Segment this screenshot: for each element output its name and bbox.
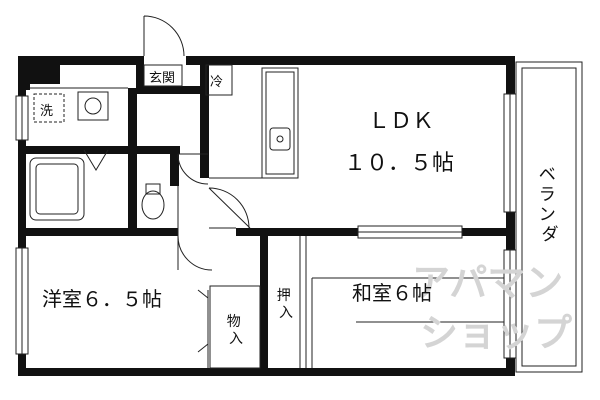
wall-toilet-right <box>170 146 179 186</box>
wall-japanese-top-right <box>462 228 514 236</box>
western-room-label: 洋室６．５帖 <box>42 287 162 311</box>
ldk-door <box>208 187 251 229</box>
veranda-outline <box>515 61 583 373</box>
fixtures <box>29 91 291 221</box>
ldk-label: ＬＤＫ <box>368 109 434 134</box>
wall-entrance-left <box>136 56 144 94</box>
windows <box>15 93 517 359</box>
kitchen-counter <box>261 67 299 179</box>
fridge-label: 冷 <box>210 75 223 90</box>
doors <box>83 15 251 353</box>
wash-basin <box>77 91 109 121</box>
watermark: アパマン ショップ <box>412 261 572 355</box>
kitchen-sink <box>269 127 291 151</box>
labels: ＬＤＫ １０．５帖 洋室６．５帖 和室６帖 玄関 冷 洗 押 入 物 入 ベ ラ… <box>40 71 561 347</box>
veranda-label: ベ ラ ン ダ <box>539 165 561 245</box>
walls <box>18 56 515 376</box>
wall-right <box>506 56 515 376</box>
wall-top-left <box>18 56 136 65</box>
storage-doors <box>197 289 209 353</box>
entrance-label: 玄関 <box>149 71 175 86</box>
wall-western-top <box>18 228 178 236</box>
japanese-room-label: 和室６帖 <box>352 281 432 305</box>
fridge-box <box>205 64 233 96</box>
wall-bath-top <box>18 146 136 154</box>
wall-japanese-top-left <box>236 228 358 236</box>
storage-box <box>209 285 261 369</box>
washroom-door <box>83 149 109 171</box>
ldk-size-label: １０．５帖 <box>344 151 454 176</box>
closet-label: 押 入 <box>277 288 295 321</box>
wall-ldk-left <box>200 56 209 178</box>
wall-toilet-top <box>128 146 180 154</box>
thin-lines <box>30 64 506 369</box>
western-door <box>177 235 213 271</box>
washing-machine <box>33 93 65 123</box>
washer-label: 洗 <box>40 104 53 119</box>
watermark-line1: アパマン <box>412 261 563 305</box>
veranda <box>515 61 583 373</box>
storage-label: 物 入 <box>227 314 245 347</box>
wall-entrance-bottom <box>136 86 206 94</box>
wall-corner-block <box>18 56 60 84</box>
bathtub <box>29 157 85 221</box>
wall-bath-right <box>128 88 137 228</box>
toilet-door <box>177 153 209 185</box>
front-door <box>143 15 185 57</box>
watermark-line2: ショップ <box>420 311 572 355</box>
toilet <box>141 190 165 220</box>
wall-closet-left <box>260 228 268 376</box>
wall-top-right <box>186 56 514 65</box>
